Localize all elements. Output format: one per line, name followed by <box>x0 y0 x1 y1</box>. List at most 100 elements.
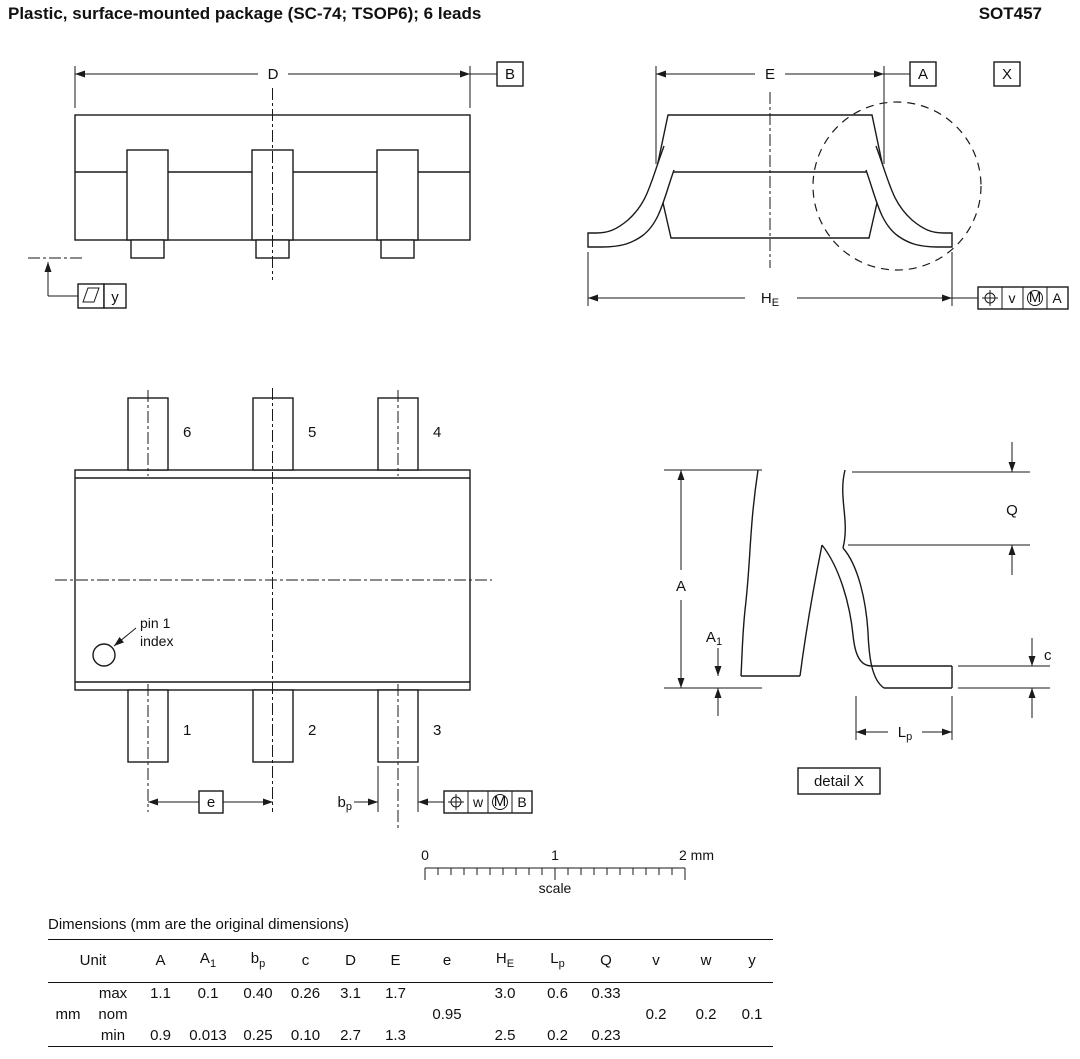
cell <box>631 983 681 1005</box>
mmc-modifier-label: M <box>494 793 507 810</box>
pin-6-label: 6 <box>183 424 191 441</box>
dimension-HE: HE v M A <box>587 252 1069 310</box>
detail-ref-box <box>993 61 1021 87</box>
cell: 1.7 <box>385 985 406 1002</box>
dimension-D: D B <box>74 61 524 108</box>
dim-bp-label: bp <box>338 794 352 813</box>
cell: 3.1 <box>340 985 361 1002</box>
dim-A1-label: A1 <box>706 629 722 648</box>
cell: 0.25 <box>243 1027 273 1044</box>
scale-tick-0: 0 <box>421 847 429 863</box>
table-caption: Dimensions (mm are the original dimensio… <box>48 916 349 933</box>
dim-D-label: D <box>268 66 279 83</box>
dimensions-table: Unit A A1 bp c D E e HE Lp Q v w y <box>48 939 773 1047</box>
package-code: SOT457 <box>978 4 1042 23</box>
col-unit: Unit <box>48 939 138 983</box>
dimension-e: e <box>148 790 273 814</box>
bottom-pins <box>127 684 419 830</box>
body-break-line <box>842 469 846 549</box>
pin1-index-mark <box>92 643 116 667</box>
top-pins <box>127 390 419 476</box>
col-A: A <box>138 939 183 983</box>
cell <box>631 1025 681 1047</box>
cell: 0.9 <box>150 1027 171 1044</box>
mmc-modifier-icon <box>1027 290 1043 306</box>
cell <box>581 1004 631 1025</box>
dimension-Lp: Lp <box>855 696 953 743</box>
dimension-bp: bp w M B <box>338 766 533 814</box>
table-row-nom: nom 0.95 0.2 0.2 0.1 <box>48 1004 773 1025</box>
col-v: v <box>631 939 681 983</box>
tolerance-v-label: v <box>1009 290 1016 306</box>
dimension-E: E A X <box>655 61 1021 164</box>
body-left-edge <box>740 469 759 677</box>
cell: 2.5 <box>494 1027 516 1044</box>
unit-cell: mm <box>55 1006 81 1023</box>
position-tolerance-icon <box>982 290 998 306</box>
cell <box>183 1004 233 1025</box>
frame-datum-A-label: A <box>1052 290 1062 306</box>
col-y: y <box>731 939 773 983</box>
cell: 0.2 <box>695 1006 717 1023</box>
cell: 0.26 <box>290 985 321 1002</box>
scale-minor-ticks <box>437 868 673 875</box>
pin-3-label: 3 <box>433 722 441 739</box>
col-HE: HE <box>476 939 534 983</box>
detail-x-view: A A1 Q c <box>664 442 1052 795</box>
mmc-modifier-label: M <box>1029 289 1042 306</box>
cell: 0.33 <box>591 985 621 1002</box>
cell: 0.1 <box>197 985 219 1002</box>
cell <box>731 983 773 1005</box>
dim-Lp-label: Lp <box>898 724 912 743</box>
front-view: D B y <box>28 61 524 309</box>
pin1-index: pin 1 index <box>92 615 173 667</box>
pin-5-label: 5 <box>308 424 316 441</box>
col-Lp: Lp <box>534 939 581 983</box>
datum-A-label: A <box>918 66 928 83</box>
scale-tick-2: 2 mm <box>679 847 714 863</box>
cell <box>681 983 731 1005</box>
scale-bar: 0 1 2 mm scale <box>421 847 714 896</box>
row-label-min: min <box>100 1027 126 1044</box>
cell: 1.3 <box>385 1027 406 1044</box>
dimension-A1: A1 <box>706 629 722 716</box>
detail-x-label: detail X <box>814 773 864 790</box>
flatness-value-label: y <box>111 289 119 306</box>
scale-tick-1: 1 <box>551 847 559 863</box>
cell: 3.0 <box>494 985 516 1002</box>
col-e: e <box>418 939 476 983</box>
cell: 0.013 <box>189 1027 227 1044</box>
pin1-index-text-1: pin 1 <box>140 615 171 631</box>
cell: 0.10 <box>290 1027 321 1044</box>
cell <box>681 1025 731 1047</box>
cell <box>233 1004 283 1025</box>
row-label-max: max <box>98 985 128 1002</box>
cell <box>731 1025 773 1047</box>
table-row-max: mm max 1.1 0.1 0.40 0.26 3.1 1.7 3.0 0.6… <box>48 983 773 1023</box>
dim-e-label: e <box>207 794 215 811</box>
cell: 0.1 <box>741 1006 763 1023</box>
dim-E-label: E <box>765 66 775 83</box>
tolerance-w-label: w <box>472 794 484 810</box>
col-E: E <box>373 939 418 983</box>
detail-x-label-box <box>797 767 881 795</box>
datum-A-box <box>909 61 937 87</box>
cell: 2.7 <box>340 1027 361 1044</box>
cell: 0.2 <box>547 1027 568 1044</box>
end-view: E A X HE <box>587 61 1069 310</box>
cell <box>138 1004 183 1025</box>
frame-datum-B-label: B <box>517 794 526 810</box>
tolerance-frame-w: w M B <box>443 790 533 814</box>
cell: 0.40 <box>243 985 273 1002</box>
cell: 0.2 <box>645 1006 667 1023</box>
cell <box>476 1004 534 1025</box>
flatness-icon <box>82 287 100 303</box>
dim-HE-label: HE <box>761 290 779 309</box>
right-lead <box>865 145 953 248</box>
dimensions-section: Dimensions (mm are the original dimensio… <box>48 916 773 1047</box>
flatness-callout: y <box>28 257 127 309</box>
dim-A-label: A <box>676 578 686 595</box>
datum-B-box <box>496 61 524 87</box>
pin1-index-text-2: index <box>140 633 173 649</box>
